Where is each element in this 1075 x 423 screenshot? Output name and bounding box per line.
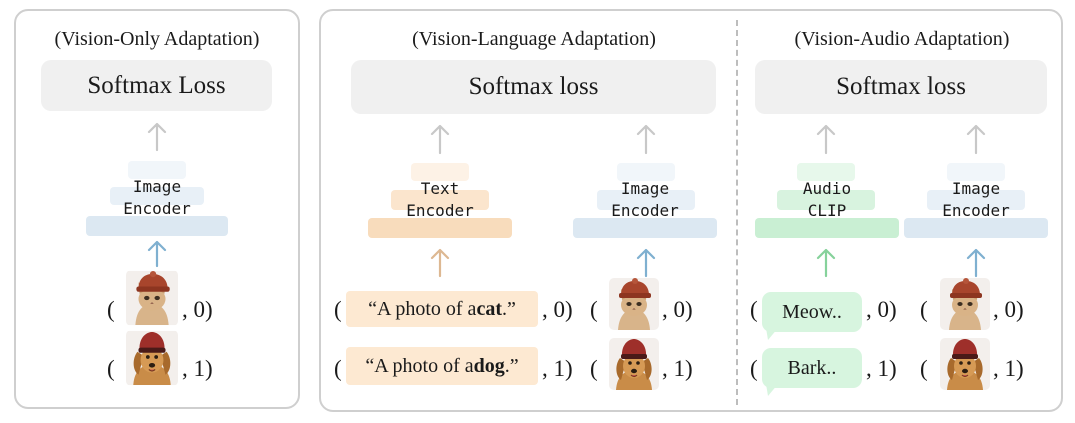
- dog-caption: “A photo of a dog.”: [346, 347, 538, 385]
- dog-image: [126, 330, 178, 386]
- sample-label: 1: [877, 356, 890, 381]
- encoder-label-line1: Image: [951, 179, 1001, 198]
- arrow-up-icon: [966, 248, 986, 278]
- label-zero: , 0): [662, 297, 693, 322]
- encoder-label-line1: Image: [132, 177, 182, 196]
- audio-text: Bark..: [787, 356, 837, 379]
- arrow-up-icon: [147, 240, 167, 268]
- open-paren: (: [750, 356, 758, 381]
- arrow-up-icon: [147, 122, 167, 152]
- arrow-up-icon: [636, 248, 656, 278]
- label-one: , 1): [542, 356, 573, 381]
- sample-label: 0: [1004, 297, 1017, 322]
- open-paren: (: [107, 297, 115, 322]
- arrow-up-icon: [636, 124, 656, 155]
- speech-tail-icon: [766, 384, 778, 396]
- open-paren: (: [334, 297, 342, 322]
- arrow-up-icon: [816, 248, 836, 278]
- panel-divider: [736, 20, 738, 405]
- sample-label: 1: [193, 356, 206, 381]
- sample-label: 0: [193, 297, 206, 322]
- encoder-label-line2: Encoder: [611, 201, 679, 220]
- sample-label: 0: [553, 297, 566, 322]
- label-zero: , 0): [866, 297, 897, 322]
- caption-keyword: dog: [473, 354, 505, 377]
- sample-label: 1: [553, 356, 566, 381]
- sample-label: 1: [1004, 356, 1017, 381]
- arrow-up-icon: [966, 124, 986, 155]
- vision-audio-title: (Vision-Audio Adaptation): [794, 28, 1010, 50]
- open-paren: (: [334, 356, 342, 381]
- label-zero: , 0): [993, 297, 1024, 322]
- dog-image: [609, 338, 659, 390]
- encoder-label-line2: Encoder: [123, 199, 191, 218]
- caption-prefix: “A photo of a: [365, 354, 474, 377]
- encoder-label-line2: Encoder: [406, 201, 474, 220]
- bark-speech-bubble: Bark..: [762, 348, 862, 388]
- sample-label: 0: [673, 297, 686, 322]
- label-zero: , 0): [182, 297, 213, 322]
- caption-suffix: .”: [504, 354, 519, 377]
- softmax-loss-box-vision-audio: Softmax loss: [755, 60, 1047, 114]
- cat-image: [126, 270, 178, 326]
- open-paren: (: [920, 297, 928, 322]
- label-one: , 1): [662, 356, 693, 381]
- arrow-up-icon: [430, 124, 450, 155]
- encoder-label-line1: Audio: [802, 179, 852, 198]
- dog-image: [940, 338, 990, 390]
- audio-text: Meow..: [782, 300, 842, 323]
- label-zero: , 0): [542, 297, 573, 322]
- label-one: , 1): [866, 356, 897, 381]
- caption-suffix: .”: [501, 297, 516, 320]
- open-paren: (: [590, 356, 598, 381]
- vision-only-title: (Vision-Only Adaptation): [54, 28, 260, 50]
- open-paren: (: [107, 356, 115, 381]
- vision-language-title: (Vision-Language Adaptation): [412, 28, 656, 50]
- label-one: , 1): [182, 356, 213, 381]
- open-paren: (: [590, 297, 598, 322]
- sample-label: 0: [877, 297, 890, 322]
- encoder-label-line2: CLIP: [807, 201, 847, 220]
- open-paren: (: [920, 356, 928, 381]
- sample-label: 1: [673, 356, 686, 381]
- encoder-label-line2: Encoder: [942, 201, 1010, 220]
- label-one: , 1): [993, 356, 1024, 381]
- cat-image: [609, 278, 659, 330]
- open-paren: (: [750, 297, 758, 322]
- speech-tail-icon: [766, 328, 778, 340]
- softmax-loss-box-vision-only: Softmax Loss: [41, 60, 272, 111]
- cat-caption: “A photo of a cat.”: [346, 291, 538, 327]
- arrow-up-icon: [430, 248, 450, 278]
- meow-speech-bubble: Meow..: [762, 292, 862, 332]
- arrow-up-icon: [816, 124, 836, 155]
- caption-prefix: “A photo of a: [368, 297, 477, 320]
- encoder-label-line1: Text: [420, 179, 460, 198]
- encoder-label-line1: Image: [620, 179, 670, 198]
- cat-image: [940, 278, 990, 330]
- caption-keyword: cat: [476, 297, 502, 320]
- softmax-loss-box-vision-language: Softmax loss: [351, 60, 716, 114]
